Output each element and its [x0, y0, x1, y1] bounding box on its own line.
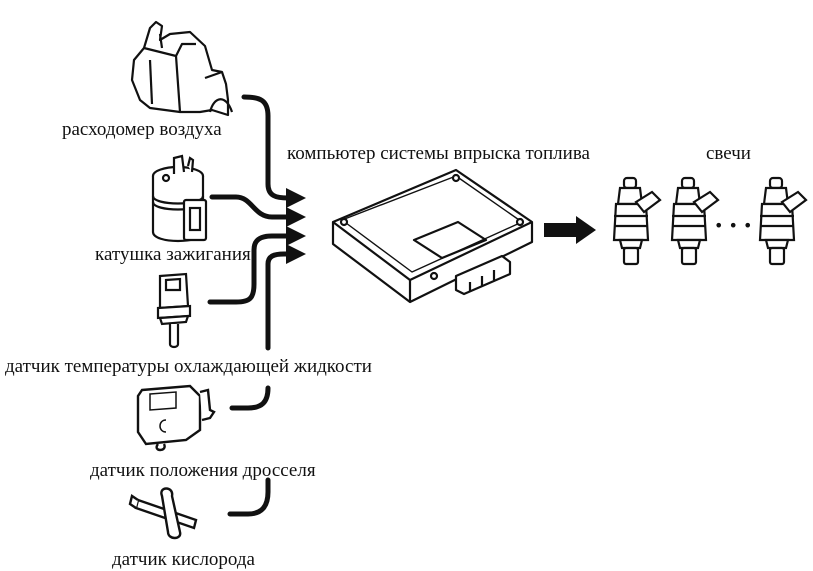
label-spark-plugs: свечи: [706, 143, 751, 164]
oxygen-sensor-icon: [128, 487, 198, 540]
injector-ellipsis: • • •: [714, 216, 753, 235]
label-ecu: компьютер системы впрыска топлива: [287, 143, 590, 164]
wire-ignition-coil: [209, 194, 306, 227]
label-ignition-coil: катушка зажигания: [95, 244, 251, 265]
output-arrow: [544, 216, 596, 244]
wire-coolant-line2: [265, 244, 306, 351]
throttle-position-sensor-icon: [136, 384, 216, 452]
airflow-meter-icon: [130, 20, 234, 117]
ignition-coil-icon: [151, 154, 208, 242]
label-oxygen-sensor: датчик кислорода: [112, 549, 255, 570]
wire-coolant-temp-sensor: [207, 226, 306, 305]
wire-throttle-position-sensor: [229, 385, 271, 411]
label-coolant-temp-sensor: датчик температуры охлаждающей жидкости: [5, 356, 372, 377]
label-airflow-meter: расходомер воздуха: [62, 119, 222, 140]
ecu-box-icon: [331, 168, 534, 304]
coolant-temp-sensor-icon: [156, 272, 192, 349]
signal-wires: [207, 94, 306, 517]
label-throttle-position-sensor: датчик положения дросселя: [90, 460, 316, 481]
injector-icon: [612, 176, 808, 266]
wire-airflow-meter: [241, 94, 306, 208]
wire-oxygen-sensor: [227, 477, 271, 517]
